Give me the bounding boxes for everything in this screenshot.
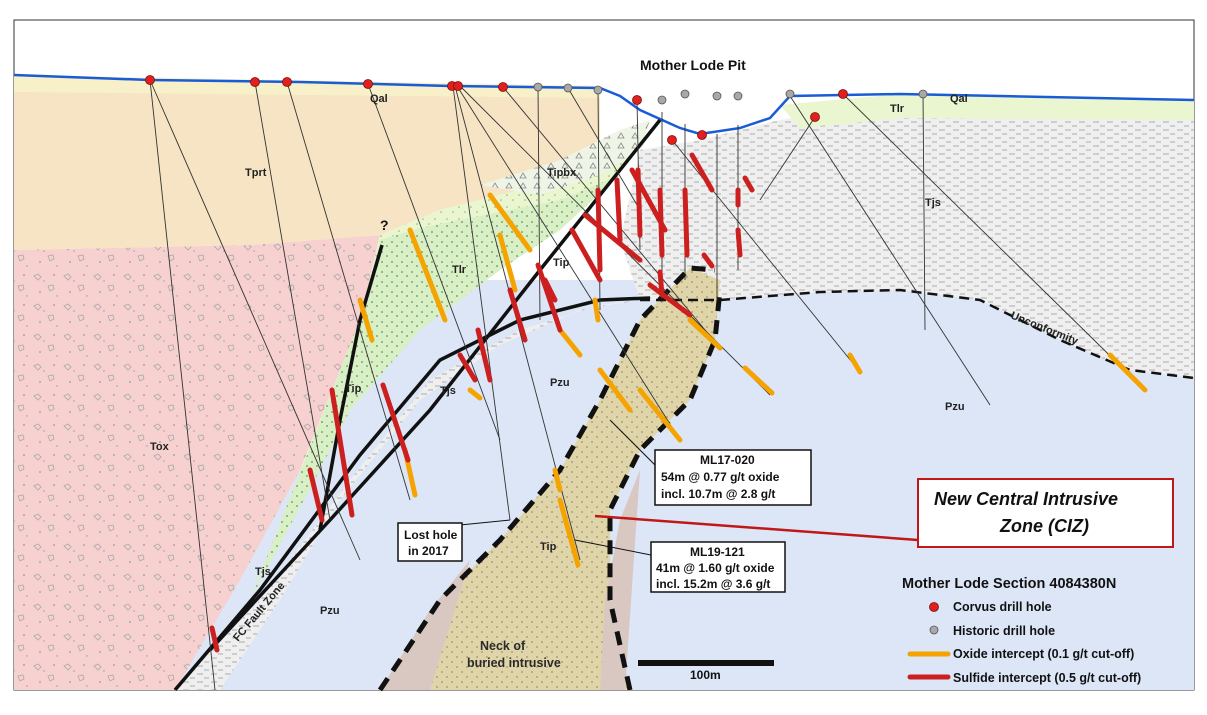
legend-title: Mother Lode Section 4084380N bbox=[902, 576, 1116, 592]
unit-label-tip-upper: Tip bbox=[553, 257, 570, 269]
historic-collar-marker bbox=[563, 83, 573, 93]
unit-label-tox: Tox bbox=[150, 441, 170, 453]
unit-label-tip-left: Tip bbox=[345, 383, 362, 395]
neck-label-line: Neck of bbox=[480, 639, 526, 653]
ml19-121-id: ML19-121 bbox=[690, 545, 745, 559]
unit-tjs-right-area bbox=[620, 100, 1194, 378]
geology-layers bbox=[14, 75, 1194, 690]
oxide-intercepts bbox=[357, 192, 1148, 568]
lost-hole-line: in 2017 bbox=[408, 544, 449, 558]
unit-label-tprt: Tprt bbox=[245, 167, 267, 179]
legend-sulfide-label: Sulfide intercept (0.5 g/t cut-off) bbox=[953, 671, 1141, 685]
drill-holes bbox=[149, 79, 1146, 691]
legend-historic-marker bbox=[929, 625, 939, 635]
scale-bar-label: 100m bbox=[690, 668, 721, 682]
historic-collar-marker bbox=[733, 91, 743, 101]
ciz-label-line: New Central Intrusive bbox=[934, 489, 1118, 509]
legend-corvus-marker bbox=[929, 602, 939, 612]
historic-collars bbox=[533, 82, 928, 105]
corvus-collar-marker bbox=[810, 112, 820, 122]
sulfide-intercepts bbox=[209, 152, 755, 653]
unit-label-qal-right: Qal bbox=[950, 93, 968, 105]
neck-label-line: buried intrusive bbox=[467, 656, 561, 670]
legend-corvus-label: Corvus drill hole bbox=[953, 600, 1052, 614]
ml19-121-incl: incl. 15.2m @ 3.6 g/t bbox=[656, 577, 770, 591]
corvus-collar-marker bbox=[145, 75, 155, 85]
unit-tipbx-area bbox=[480, 120, 650, 195]
historic-collar-marker bbox=[785, 89, 795, 99]
historic-collar-marker bbox=[657, 95, 667, 105]
corvus-collar-marker bbox=[250, 77, 260, 87]
unit-label-pzu-mid: Pzu bbox=[550, 377, 570, 389]
unit-label-pzu-left: Pzu bbox=[320, 605, 340, 617]
unit-label-tjs-right: Tjs bbox=[925, 197, 941, 209]
corvus-collar-marker bbox=[453, 81, 463, 91]
historic-collar-marker bbox=[712, 91, 722, 101]
question-mark: ? bbox=[380, 217, 389, 233]
ml17-020-callout: ML17-020 54m @ 0.77 g/t oxide incl. 10.7… bbox=[609, 419, 812, 506]
pit-title: Mother Lode Pit bbox=[640, 57, 746, 73]
unit-neck-area bbox=[380, 268, 720, 690]
unconformity-line bbox=[640, 288, 1195, 380]
unit-tlr-right-area bbox=[780, 94, 1194, 128]
unit-label-tlr: Tlr bbox=[452, 264, 467, 276]
unit-label-qal: Qal bbox=[370, 93, 388, 105]
unit-tjs-area bbox=[175, 300, 640, 690]
unit-tip-area bbox=[250, 175, 620, 600]
historic-collar-marker bbox=[593, 85, 603, 95]
neck-margin-area bbox=[380, 470, 640, 690]
corvus-collar-marker bbox=[363, 79, 373, 89]
legend-oxide-label: Oxide intercept (0.1 g/t cut-off) bbox=[953, 647, 1134, 661]
ml17-020-incl: incl. 10.7m @ 2.8 g/t bbox=[661, 487, 775, 501]
unit-label-tlr-right: Tlr bbox=[890, 103, 905, 115]
historic-collar-marker bbox=[533, 82, 543, 92]
ml17-020-id: ML17-020 bbox=[700, 453, 755, 467]
corvus-collar-marker bbox=[697, 130, 707, 140]
corvus-collar-marker bbox=[632, 95, 642, 105]
historic-collar-marker bbox=[918, 89, 928, 99]
legend: Mother Lode Section 4084380N Corvus dril… bbox=[902, 576, 1141, 685]
unit-label-tjs-mid: Tjs bbox=[440, 385, 456, 397]
corvus-collars bbox=[145, 75, 848, 145]
corvus-collar-marker bbox=[498, 82, 508, 92]
unit-label-tip-neck: Tip bbox=[540, 541, 557, 553]
ml17-020-intercept: 54m @ 0.77 g/t oxide bbox=[661, 470, 780, 484]
ml19-121-callout: ML19-121 41m @ 1.60 g/t oxide incl. 15.2… bbox=[574, 539, 786, 593]
corvus-collar-marker bbox=[838, 89, 848, 99]
corvus-collar-marker bbox=[282, 77, 292, 87]
legend-historic-label: Historic drill hole bbox=[953, 624, 1055, 638]
unit-label-pzu-right: Pzu bbox=[945, 401, 965, 413]
ciz-callout: New Central Intrusive Zone (CIZ) bbox=[594, 478, 1174, 548]
neck-contacts bbox=[377, 265, 723, 692]
ciz-label-line: Zone (CIZ) bbox=[999, 516, 1089, 536]
scale-bar: 100m bbox=[638, 660, 774, 682]
unit-tprt-area bbox=[14, 88, 600, 250]
topography-line bbox=[13, 73, 1195, 136]
unit-tox-area bbox=[14, 235, 380, 690]
lost-hole-line: Lost hole bbox=[404, 528, 458, 542]
unit-label-tipbx: Tipbx bbox=[547, 167, 577, 179]
historic-collar-marker bbox=[680, 89, 690, 99]
neck-label: Neck of buried intrusive bbox=[467, 639, 561, 670]
lost-hole-callout: Lost hole in 2017 bbox=[397, 519, 511, 562]
corvus-collar-marker bbox=[667, 135, 677, 145]
ml19-121-intercept: 41m @ 1.60 g/t oxide bbox=[656, 561, 775, 575]
unit-label-tjs-left: Tjs bbox=[255, 566, 271, 578]
